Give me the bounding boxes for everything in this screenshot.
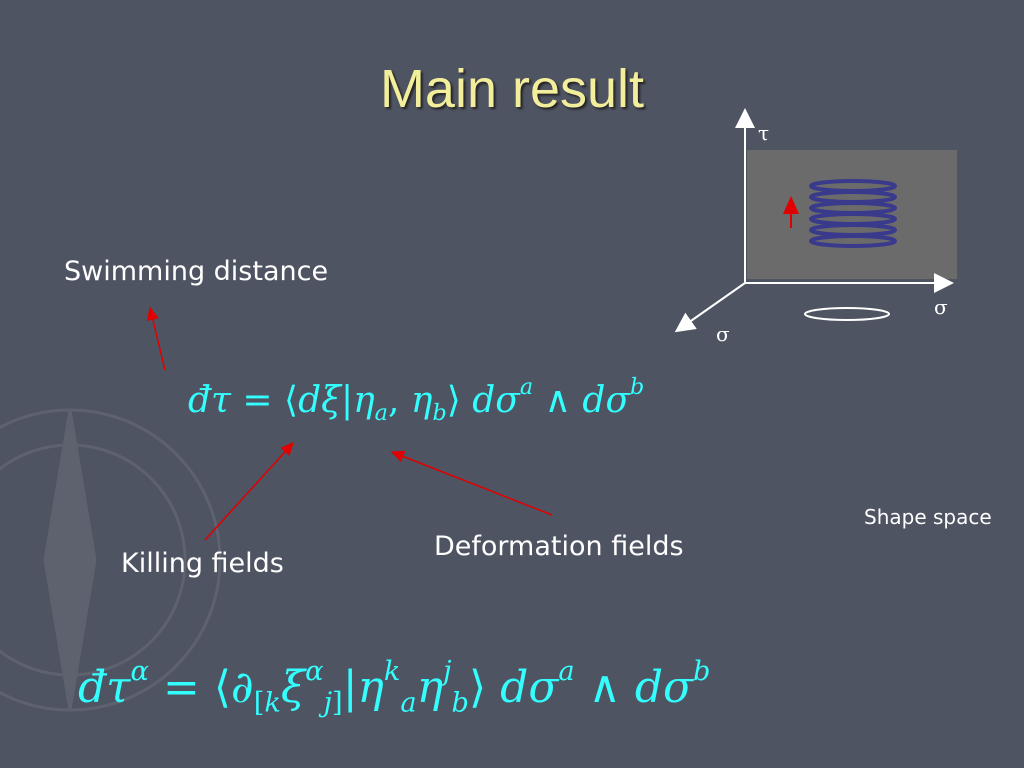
killing-arrow-icon [204,441,295,541]
sigma-axis-label-horizontal: σ [934,295,948,319]
swimming-distance-equation: đτ = ⟨dξ|ηa, ηb⟩ dσa ∧ dσb [188,374,645,426]
swimming-distance-label: Swimming distance [64,256,329,287]
loop-ellipse [804,307,890,321]
deformation-fields-label: Deformation fields [434,531,684,562]
spring-icon [809,179,897,248]
sigma-axis-diagonal [674,282,746,333]
slide-title: Main result [379,59,645,119]
general-equation: đτα = ⟨∂[kξαj]|ηkaηjb⟩ dσa ∧ dσb [78,656,711,719]
killing-fields-label: Killing fields [121,548,284,579]
shape-space-label: Shape space [864,505,992,529]
swimming-arrow-icon [146,306,166,371]
sigma-axis-label-diagonal: σ [716,322,730,346]
deformation-arrow-icon [390,450,553,516]
tau-axis-label: τ [758,121,770,145]
